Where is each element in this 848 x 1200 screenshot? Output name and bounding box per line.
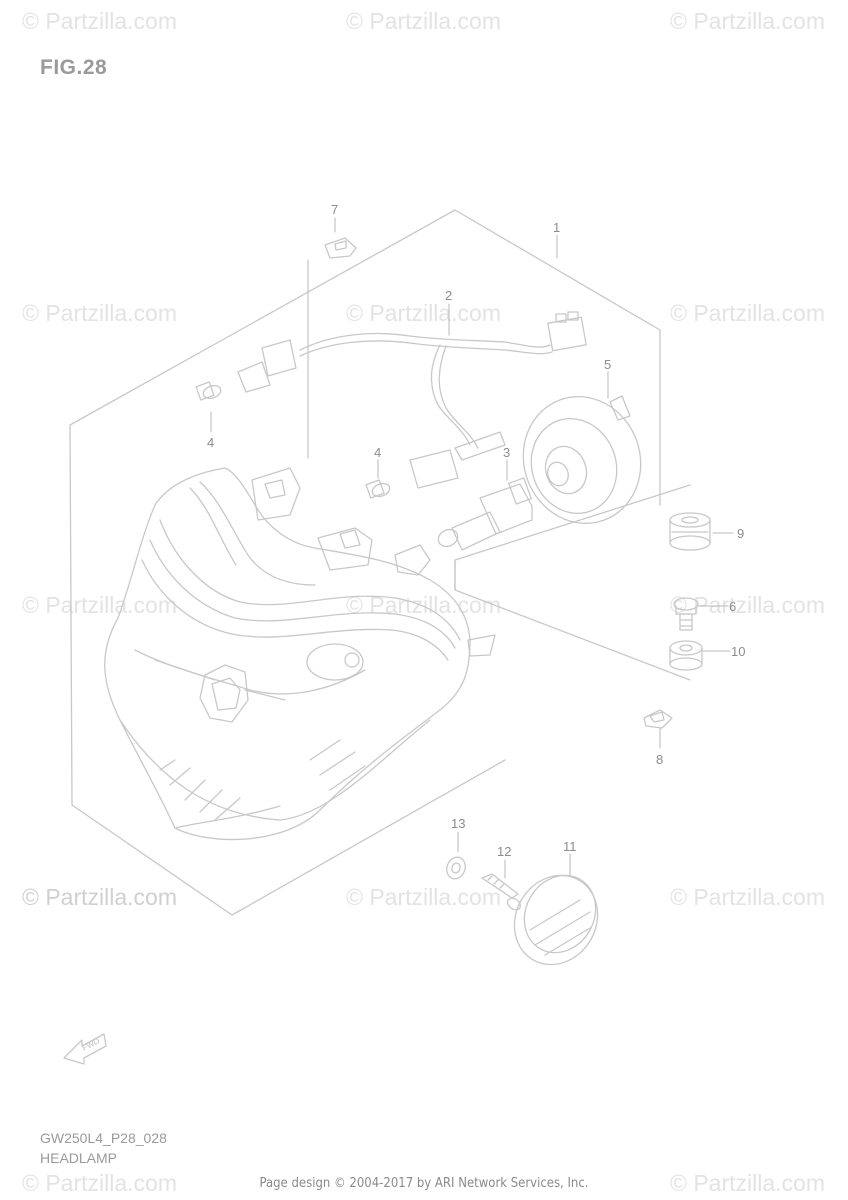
reflector <box>513 874 599 966</box>
callout-2: 2 <box>445 288 452 303</box>
figure-title: FIG.28 <box>40 56 108 79</box>
bulb-socket-cover <box>522 395 642 524</box>
watermark: © Partzilla.com <box>670 8 825 34</box>
callout-9: 9 <box>737 526 744 541</box>
watermark: © Partzilla.com <box>22 8 177 34</box>
watermark: © Partzilla.com <box>346 8 501 34</box>
clip-nut <box>324 237 673 729</box>
callout-13: 13 <box>451 816 465 831</box>
callout-8: 8 <box>656 752 663 767</box>
figure-name: HEADLAMP <box>40 1150 118 1166</box>
assembly-boundary-box <box>69 209 691 916</box>
watermark: © Partzilla.com <box>670 300 825 326</box>
headlight-bulb <box>437 477 533 551</box>
watermark: © Partzilla.com <box>670 1170 825 1196</box>
watermark: © Partzilla.com <box>22 884 177 910</box>
watermark: © Partzilla.com <box>22 1170 177 1196</box>
watermark: © Partzilla.com <box>22 300 177 326</box>
watermark: © Partzilla.com <box>346 300 501 326</box>
callout-1: 1 <box>553 220 560 235</box>
callout-4: 4 <box>374 445 381 460</box>
leader-lines <box>210 217 734 879</box>
position-bulbs <box>195 381 391 499</box>
headlamp-housing <box>104 467 471 841</box>
model-code: GW250L4_P28_028 <box>40 1130 167 1146</box>
washer <box>446 856 466 880</box>
callout-12: 12 <box>497 844 511 859</box>
bolt <box>481 873 522 911</box>
wiring-harness <box>237 311 587 489</box>
callout-3: 3 <box>503 445 510 460</box>
housing-connectors <box>251 467 496 657</box>
watermark: © Partzilla.com <box>22 592 177 618</box>
rubber-cushion <box>669 640 703 671</box>
grommet <box>669 512 711 551</box>
watermark: © Partzilla.com <box>346 884 501 910</box>
watermark: © Partzilla.com <box>670 884 825 910</box>
callout-4: 4 <box>207 435 214 450</box>
page-footer: Page design © 2004-2017 by ARI Network S… <box>259 1176 589 1191</box>
callout-labels: 1 2 3 4 4 5 6 7 8 9 10 11 12 13 <box>207 202 745 859</box>
callout-5: 5 <box>604 357 611 372</box>
callout-10: 10 <box>731 644 745 659</box>
callout-11: 11 <box>563 839 577 854</box>
screw <box>673 597 699 631</box>
callout-7: 7 <box>331 202 338 217</box>
callout-6: 6 <box>729 599 736 614</box>
forward-direction-arrow: FWD <box>63 1033 107 1065</box>
